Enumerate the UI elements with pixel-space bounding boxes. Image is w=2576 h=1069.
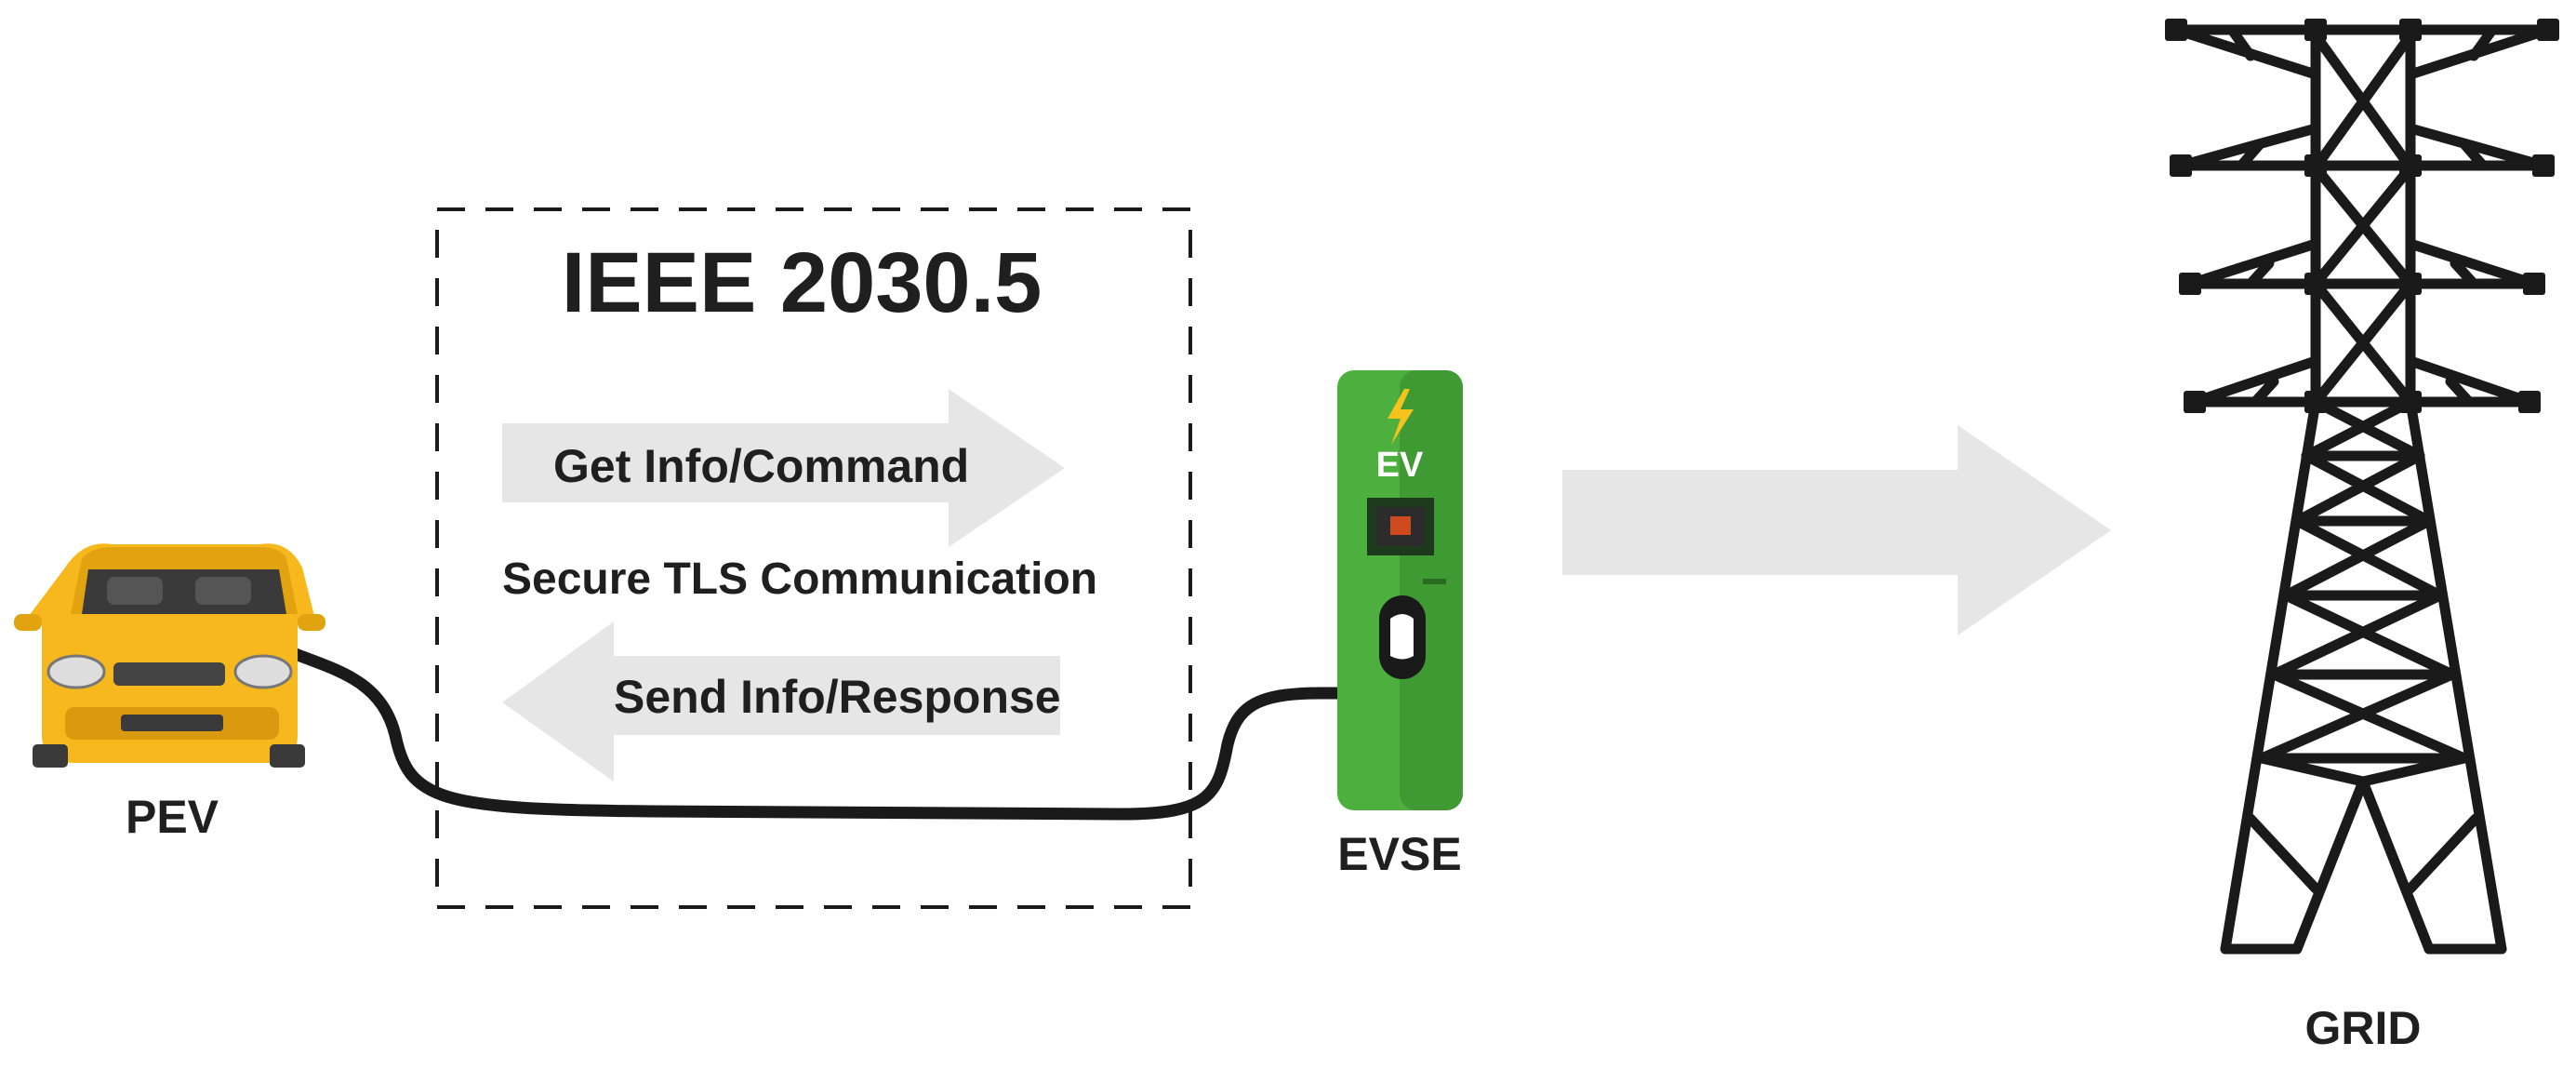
grid-label: GRID: [2305, 1002, 2422, 1054]
send-info-label: Send Info/Response: [614, 671, 1061, 723]
send-info-arrow: [502, 621, 1060, 782]
lightning-icon: [1388, 389, 1414, 445]
secure-tls-label: Secure TLS Communication: [502, 555, 1097, 604]
transmission-tower-icon: [2171, 24, 2554, 955]
evse-charger-icon: EV: [1337, 370, 1463, 810]
charging-cable: [282, 645, 1415, 821]
protocol-title: IEEE 2030.5: [562, 235, 1042, 330]
evse-to-grid-arrow: [1562, 425, 2111, 635]
evse-tag-label: EV: [1376, 446, 1424, 485]
get-info-arrow: [502, 389, 1065, 547]
get-info-label: Get Info/Command: [553, 440, 969, 492]
car-icon: [14, 543, 325, 768]
pev-label: PEV: [126, 791, 219, 843]
tower-insulators: [2165, 19, 2559, 413]
evse-label: EVSE: [1337, 828, 1461, 880]
